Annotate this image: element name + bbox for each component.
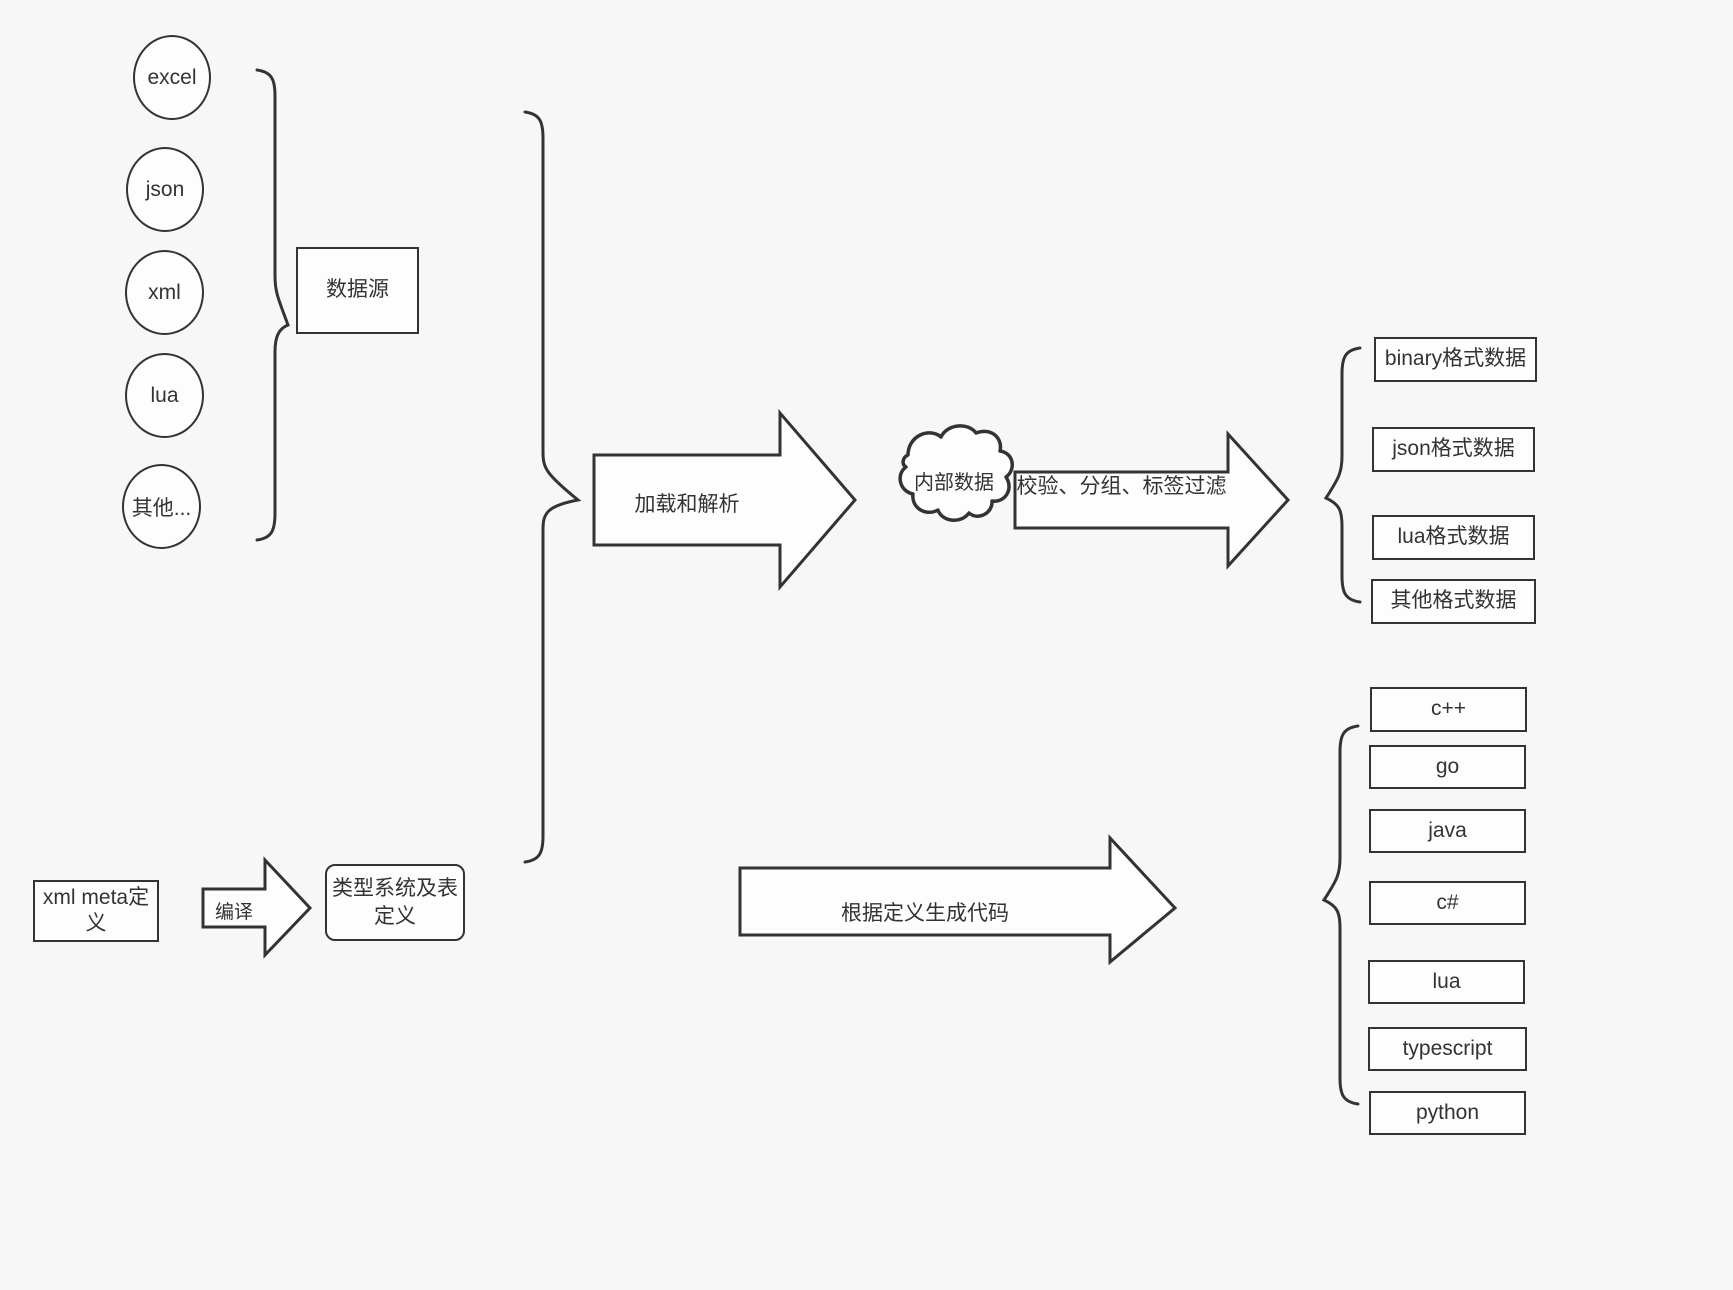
source-node-json[interactable]: json [126, 147, 204, 232]
source-label: json [145, 177, 185, 201]
lang-box-go[interactable]: go [1369, 745, 1526, 789]
type-system-box[interactable]: 类型系统及表定义 [325, 864, 465, 941]
lang-label: c# [1436, 890, 1459, 914]
arrow-validate-group-filter [1013, 430, 1291, 570]
lang-label: c++ [1430, 697, 1467, 721]
data-source-label: 数据源 [326, 278, 389, 302]
output-label: binary格式数据 [1384, 347, 1527, 371]
lang-box-cpp[interactable]: c++ [1370, 687, 1527, 732]
xml-meta-definition-box[interactable]: xml meta定义 [33, 880, 159, 942]
lang-box-python[interactable]: python [1369, 1091, 1526, 1135]
lang-box-java[interactable]: java [1369, 809, 1526, 853]
type-system-label: 类型系统及表定义 [332, 877, 458, 928]
arrow-compile-label: 编译 [214, 902, 253, 923]
output-label: 其他格式数据 [1390, 589, 1517, 613]
lang-box-csharp[interactable]: c# [1369, 881, 1526, 925]
lang-box-lua[interactable]: lua [1368, 960, 1525, 1004]
source-label: lua [150, 383, 179, 407]
brace-sources [255, 68, 290, 542]
source-label: excel [147, 65, 197, 89]
lang-label: lua [1432, 969, 1461, 993]
arrow-filter-label: 校验、分组、标签过滤 [1016, 475, 1227, 498]
output-label: lua格式数据 [1397, 525, 1510, 549]
source-label: 其他... [131, 496, 192, 520]
output-box-other[interactable]: 其他格式数据 [1371, 579, 1536, 624]
brace-languages [1321, 724, 1360, 1106]
lang-box-typescript[interactable]: typescript [1368, 1027, 1527, 1071]
xml-meta-definition-label: xml meta定义 [42, 885, 150, 935]
source-node-excel[interactable]: excel [133, 35, 211, 120]
source-node-lua[interactable]: lua [125, 353, 204, 438]
output-box-json[interactable]: json格式数据 [1372, 427, 1535, 472]
source-label: xml [148, 280, 181, 304]
brace-inputs [523, 110, 582, 864]
lang-label: java [1428, 818, 1467, 842]
output-box-lua[interactable]: lua格式数据 [1372, 515, 1535, 560]
internal-data-label: 内部数据 [914, 472, 994, 494]
source-node-other[interactable]: 其他... [122, 464, 201, 549]
lang-label: typescript [1402, 1036, 1493, 1060]
lang-label: python [1415, 1100, 1480, 1124]
output-label: json格式数据 [1392, 437, 1515, 461]
arrow-load-parse-label: 加载和解析 [634, 493, 740, 516]
data-source-box[interactable]: 数据源 [296, 247, 419, 334]
source-node-xml[interactable]: xml [125, 250, 204, 335]
brace-data-formats [1323, 346, 1362, 604]
arrow-generate-code-label: 根据定义生成代码 [841, 902, 1009, 925]
output-box-binary[interactable]: binary格式数据 [1374, 337, 1537, 382]
lang-label: go [1435, 754, 1460, 778]
